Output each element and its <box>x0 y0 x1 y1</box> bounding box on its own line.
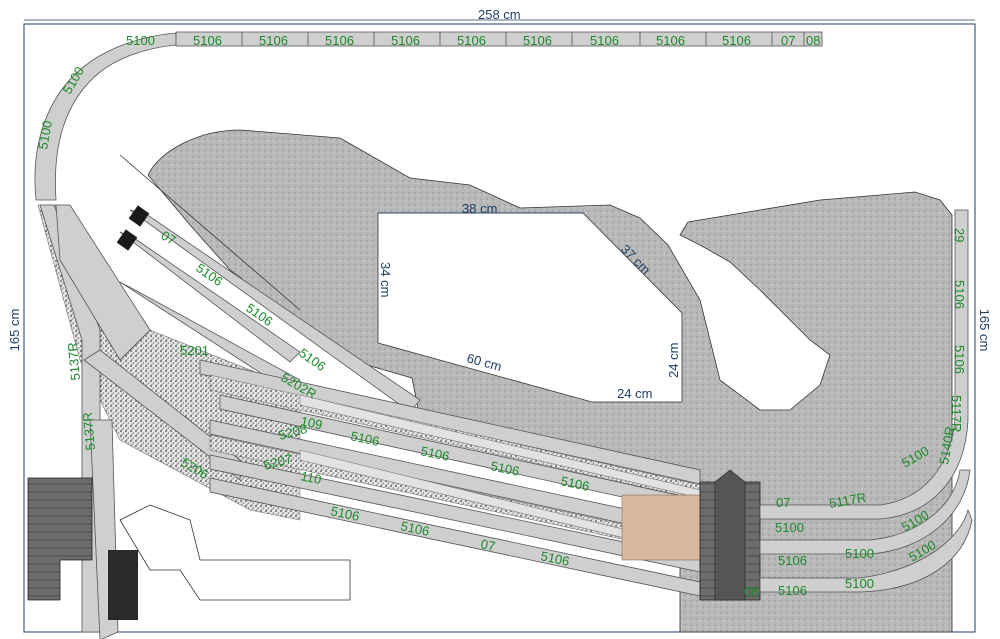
upper-siding-tracks <box>116 154 421 413</box>
label-top-1: 5100 <box>126 33 155 48</box>
top-straight-track <box>175 31 823 47</box>
label-left-6: 5207 <box>262 451 294 473</box>
dim-left-height: 165 cm <box>7 309 22 352</box>
station-building <box>699 469 761 601</box>
label-top-9: 5106 <box>656 33 685 48</box>
label-right-14: 5100 <box>845 576 874 591</box>
dim-cutout-step: 24 cm <box>617 386 652 401</box>
label-curve-2: 5100 <box>35 119 55 150</box>
label-left-7: 5208 <box>277 421 309 443</box>
lower-left-buildings <box>27 477 351 620</box>
label-station-3: 5106 <box>489 458 520 479</box>
label-top-10: 5106 <box>722 33 751 48</box>
label-station-8: 5106 <box>539 548 570 569</box>
label-right-4: 5117R <box>949 395 964 432</box>
label-right-16: 07 <box>776 495 790 510</box>
right-curves <box>759 209 973 593</box>
station-tracks <box>199 359 703 597</box>
label-left-1: 5137R <box>65 342 83 381</box>
label-right-1: 29 <box>952 228 967 242</box>
dim-top-width: 258 cm <box>478 7 521 22</box>
baseboard-outline <box>23 23 976 633</box>
label-siding-1: 07 <box>159 228 179 248</box>
label-station-7: 07 <box>479 536 496 554</box>
label-right-11: 5100 <box>845 546 874 561</box>
label-top-2: 5106 <box>193 33 222 48</box>
label-right-13: 5106 <box>778 583 807 598</box>
label-top-8: 5106 <box>590 33 619 48</box>
label-station-6: 5106 <box>399 518 430 539</box>
label-right-2: 5106 <box>952 280 967 309</box>
label-top-7: 5106 <box>523 33 552 48</box>
label-top-3: 5106 <box>259 33 288 48</box>
label-station-4: 5106 <box>559 473 590 494</box>
label-top-11: 07 <box>781 33 795 48</box>
dim-right-height: 165 cm <box>977 309 992 352</box>
label-station-2: 5106 <box>419 443 450 464</box>
dimension-lines <box>24 19 975 214</box>
label-top-4: 5106 <box>325 33 354 48</box>
label-left-2: 5137R <box>80 412 98 451</box>
label-right-3: 5106 <box>952 345 967 374</box>
label-station-10: 110 <box>299 468 322 487</box>
label-right-5: 5140R <box>936 425 957 465</box>
label-top-5: 5106 <box>391 33 420 48</box>
label-right-8: 5100 <box>775 520 804 535</box>
dim-cutout-top: 38 cm <box>462 201 497 216</box>
label-top-6: 5106 <box>457 33 486 48</box>
dim-cutout-right: 24 cm <box>666 343 681 378</box>
dim-cutout-left: 34 cm <box>378 262 393 297</box>
label-station-1: 5106 <box>349 428 380 449</box>
label-top-12: 08 <box>806 33 820 48</box>
label-right-10: 5106 <box>778 553 807 568</box>
label-station-9: 109 <box>299 413 323 432</box>
label-right-7: 5117R <box>828 490 867 511</box>
label-left-3: 5201 <box>180 343 209 358</box>
label-right-15: 08 <box>744 584 758 599</box>
label-station-5: 5106 <box>329 503 360 524</box>
